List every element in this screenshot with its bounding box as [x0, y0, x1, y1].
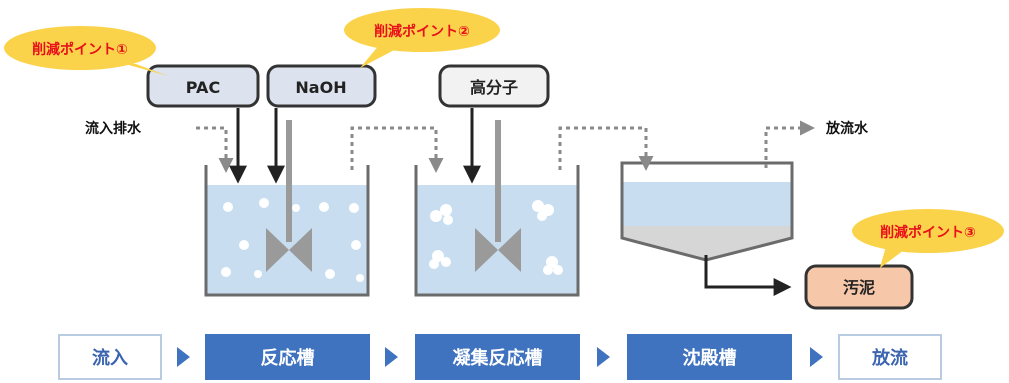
reduction-point-3-callout: 削減ポイント③ — [852, 209, 1004, 268]
step-settling-tank: 沈殿槽 — [627, 334, 792, 380]
floc-particles — [429, 200, 563, 275]
step-label: 放流 — [872, 348, 908, 369]
mixer-blade — [498, 228, 521, 272]
flocculation-tank — [414, 120, 580, 297]
outflow-label: 放流水 — [825, 120, 869, 137]
mixer-blade — [289, 228, 312, 272]
step-arrow-icon — [177, 347, 190, 367]
sludge-discharge-arrow — [704, 255, 792, 296]
mixer-blade — [266, 228, 289, 272]
reduction-point-2-callout: 削減ポイント② — [344, 8, 500, 68]
reduction-point-1-callout: 削減ポイント① — [4, 26, 168, 76]
svg-text:汚泥: 汚泥 — [843, 278, 875, 297]
step-label: 流入 — [92, 348, 128, 369]
particles — [221, 198, 364, 282]
step-label: 反応槽 — [260, 348, 315, 369]
svg-text:高分子: 高分子 — [470, 78, 518, 97]
step-arrow-icon — [810, 347, 823, 367]
svg-text:削減ポイント③: 削減ポイント③ — [880, 224, 976, 241]
pac-box: PAC — [146, 64, 260, 108]
inflow-label: 流入排水 — [85, 120, 142, 137]
flow-lines — [196, 120, 815, 173]
step-arrow-icon — [597, 347, 610, 367]
mixer-blade — [475, 228, 498, 272]
step-reaction-tank: 反応槽 — [205, 334, 370, 380]
step-discharge: 放流 — [838, 334, 942, 380]
svg-text:削減ポイント②: 削減ポイント② — [374, 23, 470, 40]
step-arrow-icon — [385, 347, 398, 367]
svg-text:PAC: PAC — [186, 78, 220, 97]
svg-text:削減ポイント①: 削減ポイント① — [32, 41, 128, 58]
step-flocculation-tank: 凝集反応槽 — [415, 334, 580, 380]
naoh-box: NaOH — [266, 64, 377, 108]
mixer-shaft — [286, 120, 292, 242]
svg-text:NaOH: NaOH — [295, 78, 346, 97]
step-label: 凝集反応槽 — [452, 348, 543, 369]
settling-tank — [620, 161, 794, 262]
step-inflow: 流入 — [58, 334, 162, 380]
step-label: 沈殿槽 — [682, 348, 737, 369]
sludge-box: 汚泥 — [804, 264, 914, 310]
polymer-box: 高分子 — [438, 64, 550, 108]
reaction-tank — [204, 120, 370, 297]
mixer-shaft — [495, 120, 501, 242]
